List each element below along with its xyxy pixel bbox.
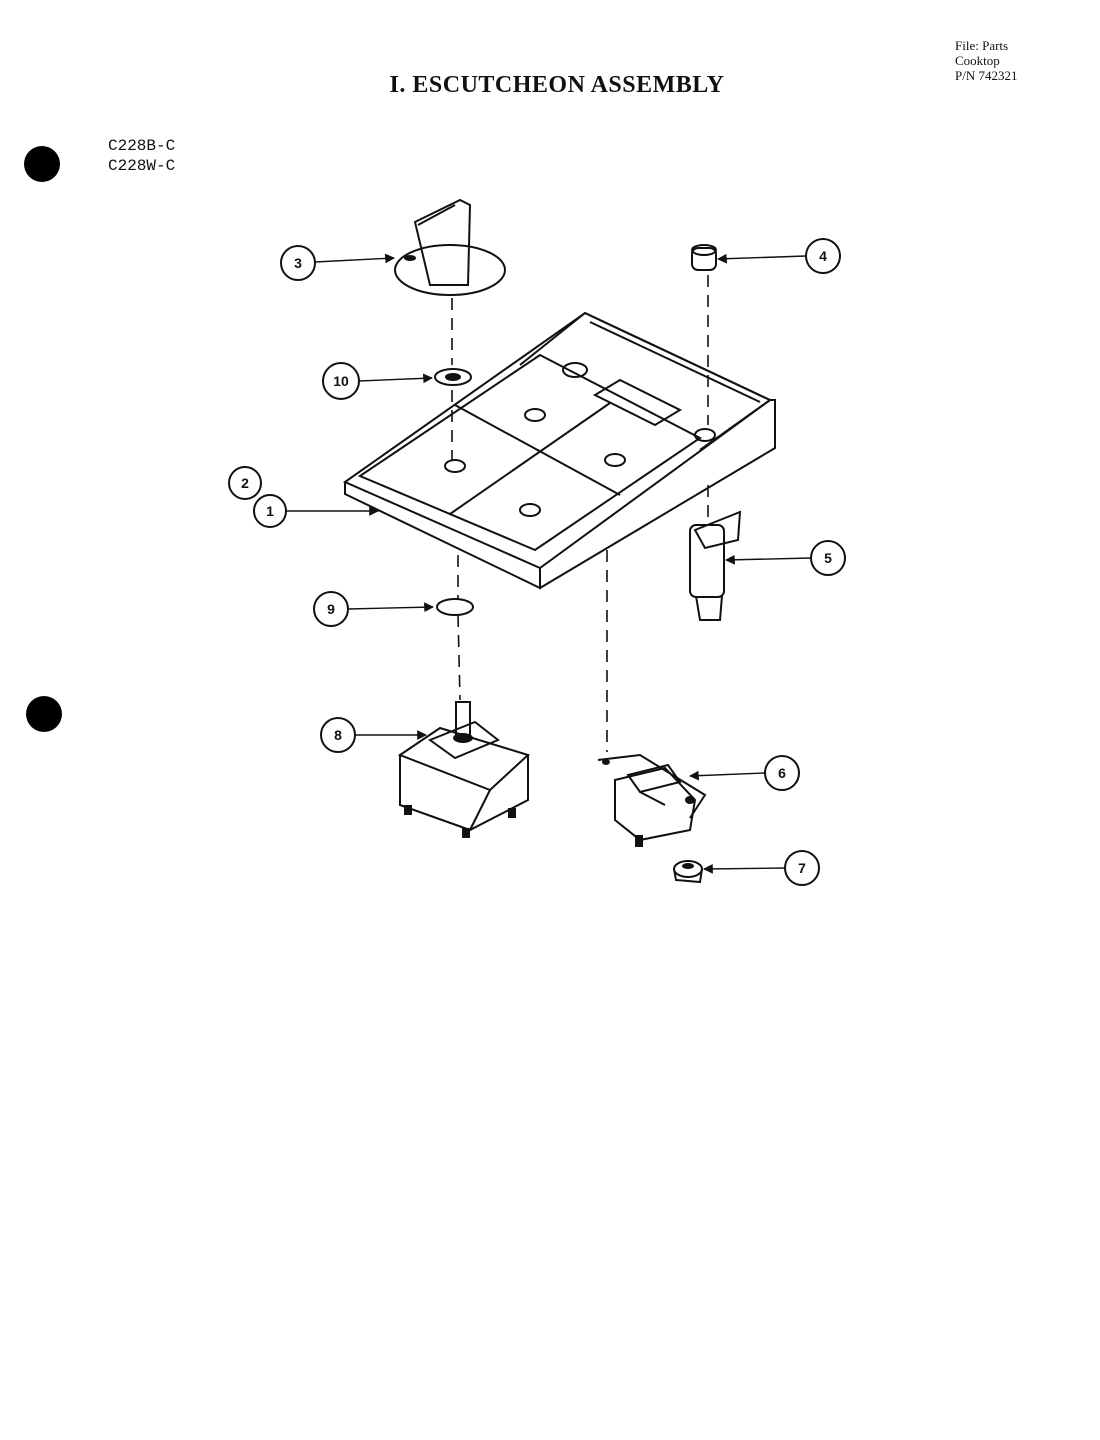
callout-label: 10 [333,373,349,389]
callout-3: 3 [280,245,395,281]
callout-4: 4 [717,238,841,274]
knob-bezel [434,368,472,386]
callout-6: 6 [689,755,800,791]
callout-1: 1 [253,494,379,528]
indicator-light [689,510,742,621]
callout-label: 7 [798,860,806,876]
callout-label: 2 [241,475,249,491]
punch-hole-middle [26,696,62,732]
file-info: File: Parts Cooktop P/N 742321 [955,38,1017,83]
callout-label: 9 [327,601,335,617]
file-info-line: File: Parts [955,38,1009,53]
hex-nut [673,860,703,884]
file-info-line: P/N 742321 [955,68,1018,83]
callout-label: 3 [294,255,302,271]
assembly-lines [451,275,709,752]
callout-9: 9 [313,591,434,627]
callout-label: 4 [819,248,827,264]
callout-label: 1 [266,503,274,519]
control-knob [394,198,506,296]
spacer-ring [436,598,474,616]
callout-8: 8 [320,717,427,753]
indicator-lens [691,244,717,271]
file-info-line: Cooktop [955,53,1000,68]
callout-5: 5 [725,540,846,576]
model-list: C228B-C C228W-C [108,136,175,176]
callout-2: 2 [228,466,262,500]
model-number: C228B-C [108,137,176,155]
callout-label: 8 [334,727,342,743]
callout-label: 5 [824,550,832,566]
escutcheon-panel [342,311,776,590]
infinite-switch [397,701,530,838]
callout-7: 7 [703,850,820,886]
callout-label: 6 [778,765,786,781]
page-title: I. ESCUTCHEON ASSEMBLY [389,72,725,98]
punch-hole-top [24,146,60,182]
rocker-switch [597,753,707,847]
callout-10: 10 [322,362,433,400]
model-number: C228W-C [108,157,176,175]
